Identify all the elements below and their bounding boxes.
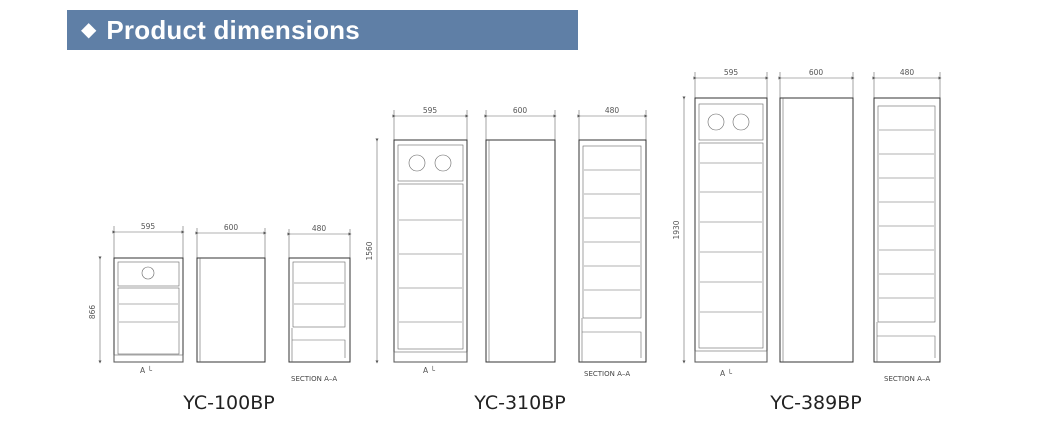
height-label: 1560	[365, 241, 374, 260]
section-mark: A └	[140, 365, 153, 375]
section-banner: ◆ Product dimensions	[67, 10, 578, 50]
depth-label: 600	[809, 68, 824, 77]
section-view: 480 SECTION A–A	[577, 106, 648, 378]
depth-label: 600	[513, 106, 528, 115]
section-label: SECTION A–A	[291, 375, 337, 383]
section-label: SECTION A–A	[584, 370, 630, 378]
section-label: SECTION A–A	[884, 375, 930, 383]
model-label: YC-310BP	[473, 392, 565, 414]
section-mark: A └	[720, 368, 733, 378]
height-label: 866	[88, 305, 97, 320]
product-group-yc-310bp: 595 1560 A └ 600 480	[365, 106, 648, 414]
width-label: 595	[724, 68, 739, 77]
section-view: 480 SECTION A–A	[872, 68, 942, 383]
side-view: 600	[778, 68, 855, 363]
front-view: 595 1930 A └	[672, 68, 769, 378]
product-group-yc-389bp: 595 1930 A └ 600	[672, 68, 942, 414]
width-label: 595	[141, 222, 156, 231]
section-mark: A └	[423, 365, 436, 375]
section-depth-label: 480	[900, 68, 915, 77]
side-view: 600	[195, 223, 267, 363]
model-label: YC-389BP	[769, 392, 861, 414]
section-depth-label: 480	[312, 224, 327, 233]
model-label: YC-100BP	[182, 392, 274, 414]
width-label: 595	[423, 106, 438, 115]
product-group-yc-100bp: 595 866 A └ 600 480	[88, 222, 352, 414]
front-view: 595 1560 A └	[365, 106, 469, 375]
section-view: 480 SECTION A–A	[287, 224, 352, 383]
diamond-bullet-icon: ◆	[81, 19, 97, 41]
side-view: 600	[484, 106, 557, 363]
banner-title: Product dimensions	[106, 14, 360, 45]
depth-label: 600	[224, 223, 239, 232]
height-label: 1930	[672, 220, 681, 239]
front-view: 595 866 A └	[88, 222, 185, 375]
section-depth-label: 480	[605, 106, 620, 115]
